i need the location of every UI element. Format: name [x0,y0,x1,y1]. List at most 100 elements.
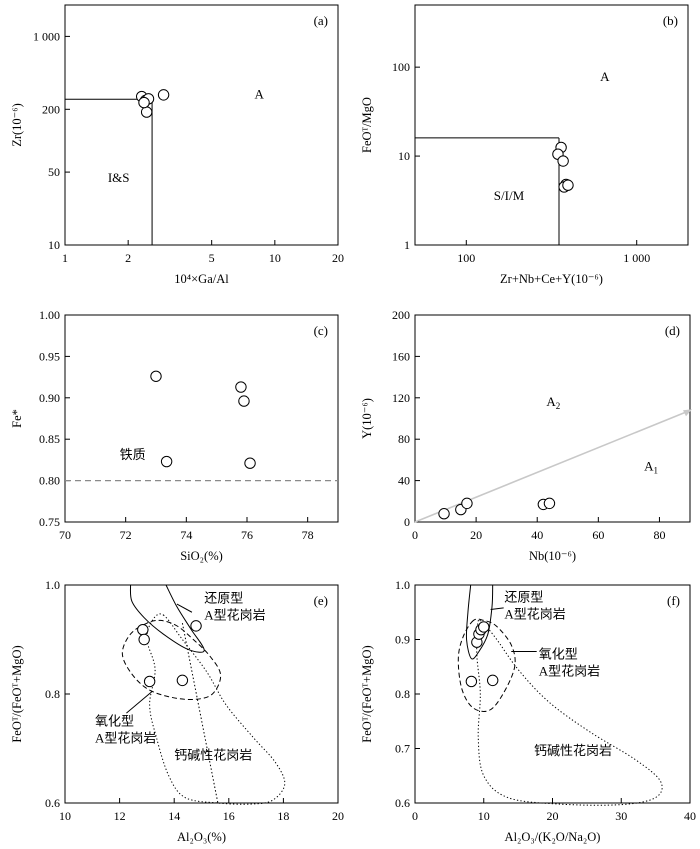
y-tick-label: 1.0 [395,578,410,592]
x-tick-label: 14 [168,809,180,823]
x-tick-label: 10 [478,809,490,823]
region-oxidized [457,618,516,712]
y-tick-label: 120 [392,391,410,405]
y-axis-label: Y(10⁻⁶) [360,398,374,439]
y-tick-label: 80 [398,432,410,446]
y-axis-label: FeOᵀ/MgO [360,97,374,153]
y-tick-label: 0.95 [39,349,60,363]
leader-line [490,607,504,611]
x-tick-label: 16 [223,809,235,823]
x-tick-label: 0 [412,809,418,823]
x-tick-label: 5 [209,251,215,265]
x-tick-label: 10 [269,251,281,265]
data-point [160,455,173,468]
y-tick-label: 50 [48,165,60,179]
x-tick-label: 20 [470,528,482,542]
region-label: A2 [546,394,560,411]
region-label: 铁质 [120,447,146,462]
data-point [465,675,478,688]
data-point [543,497,556,510]
data-point [143,675,156,688]
y-tick-label: 0.9 [395,633,410,647]
x-tick-label: 100 [457,251,475,265]
data-point [486,674,499,687]
region-label: A型花岗岩 [204,607,265,622]
x-axis-label: SiO₂(%) [180,549,223,563]
data-point [244,457,256,469]
x-tick-label: 20 [332,251,344,265]
region-label: A型花岗岩 [504,606,565,621]
y-tick-label: 0.80 [39,474,60,488]
region-calc-alkaline [146,613,286,805]
data-point [137,623,149,636]
x-tick-label: 1 000 [623,251,650,265]
y-tick-label: 10 [398,149,410,163]
panel-label: (f) [667,593,680,608]
region-label: 氧化型 [539,647,578,662]
x-tick-label: 74 [180,528,192,542]
y-tick-label: 0.90 [39,391,60,405]
x-tick-label: 2 [125,251,131,265]
x-tick-label: 18 [277,809,289,823]
plot-frame [414,314,691,523]
data-point [478,621,490,633]
leader-line [126,690,153,714]
x-tick-label: 60 [592,528,604,542]
y-tick-label: 1 000 [33,29,60,43]
y-tick-label: 1 [404,238,410,252]
y-tick-label: 0.8 [395,687,410,701]
region-label: 还原型 [204,590,243,605]
region-label-main: A [644,458,654,473]
region-label: A [600,69,610,84]
region-label: S/I/M [494,188,525,203]
data-point [238,395,250,407]
data-point [176,674,189,687]
y-tick-label: 200 [42,102,60,116]
y-tick-label: 0 [404,515,410,529]
region-label: A [254,86,264,101]
region-oxidized [121,619,222,701]
x-tick-label: 20 [332,809,344,823]
region-label-main: A [600,69,610,84]
region-label: 还原型 [504,589,543,604]
data-point [190,620,202,632]
region-label-sub: 1 [654,465,659,475]
y-axis-label: FeOᵀ/(FeOᵀ+MgO) [360,645,374,742]
region-label: A1 [644,458,658,475]
x-tick-label: 20 [547,809,559,823]
region-label: 氧化型 [95,714,134,729]
x-tick-label: 10 [59,809,71,823]
y-tick-label: 0.75 [39,515,60,529]
data-point [438,508,450,520]
panel-label: (c) [314,323,328,338]
y-tick-label: 40 [398,474,410,488]
region-label: A型花岗岩 [95,731,156,746]
data-point [461,497,473,510]
y-tick-label: 0.7 [395,742,410,756]
data-point [557,155,569,167]
y-tick-label: 100 [392,60,410,74]
y-axis-label: Fe* [10,409,24,428]
region-label: A型花岗岩 [539,664,600,679]
region-reduced [129,584,205,653]
x-axis-label: Al₂O₃(%) [177,830,226,844]
x-tick-label: 70 [59,528,71,542]
x-tick-label: 0 [412,528,418,542]
region-label-sub: 2 [556,401,561,411]
leader-line [176,603,193,613]
y-axis-label: Zr(10⁻⁶) [10,103,24,147]
data-point [235,381,247,393]
a1-a2-boundary-line [414,410,689,523]
x-tick-label: 72 [120,528,132,542]
y-tick-label: 200 [392,308,410,322]
panel-label: (d) [665,323,680,338]
y-tick-label: 0.6 [395,796,410,810]
region-label-main: S/I/M [494,188,525,203]
region-label: 钙碱性花岗岩 [174,747,252,762]
